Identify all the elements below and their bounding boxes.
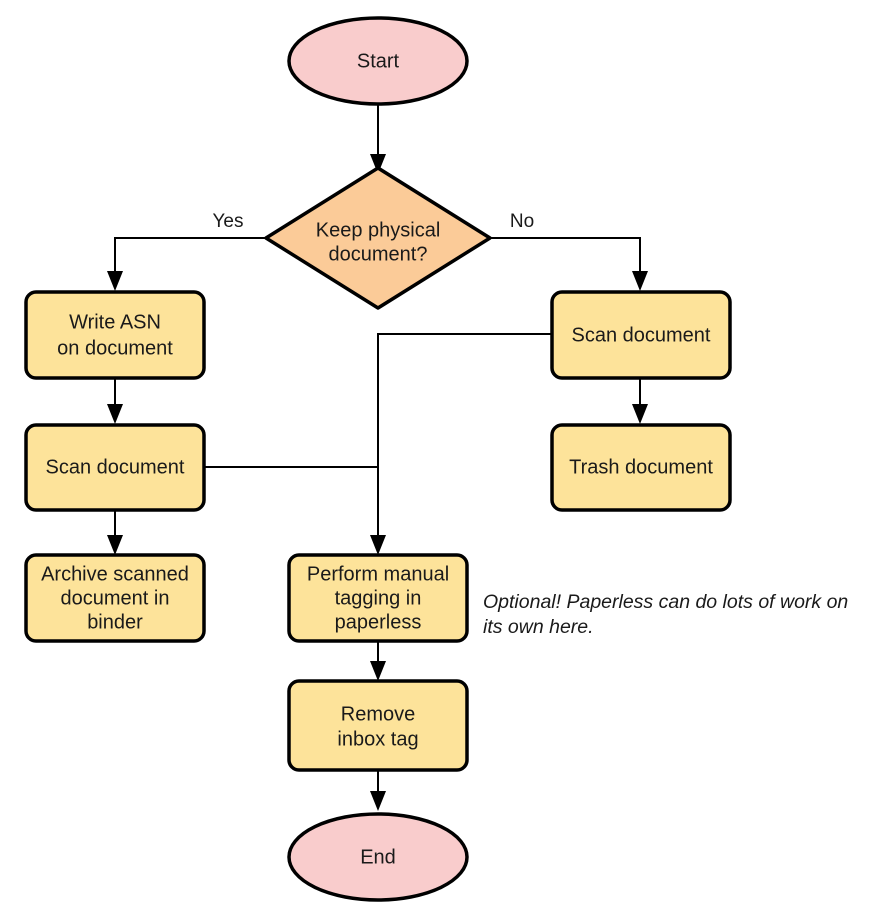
arrowhead-icon bbox=[370, 154, 386, 174]
edge-tagging-to-remove-tag bbox=[370, 641, 386, 681]
node-end[interactable]: End bbox=[287, 812, 469, 902]
node-tagging-label-line3: paperless bbox=[335, 611, 422, 633]
process-box-shape[interactable] bbox=[24, 553, 206, 643]
arrowhead-icon bbox=[370, 535, 386, 555]
node-remove-inbox-tag[interactable]: Remove inbox tag bbox=[287, 679, 469, 772]
edge-start-to-decision bbox=[370, 103, 386, 174]
edge-line bbox=[490, 237, 641, 278]
node-trash-document-label: Trash document bbox=[569, 456, 713, 478]
arrowhead-icon bbox=[632, 404, 648, 424]
node-end-label: End bbox=[360, 846, 396, 868]
optional-note-line1: Optional! Paperless can do lots of work … bbox=[483, 591, 848, 613]
node-scan-document-left-label: Scan document bbox=[46, 456, 185, 478]
node-archive-label-line2: document in bbox=[61, 587, 170, 609]
arrowhead-icon bbox=[370, 661, 386, 681]
start-ellipse-shape[interactable] bbox=[287, 16, 469, 106]
node-tagging-label-line2: tagging in bbox=[335, 587, 422, 609]
node-perform-manual-tagging[interactable]: Perform manual tagging in paperless bbox=[287, 553, 469, 643]
edge-scan-right-to-trash bbox=[632, 378, 648, 424]
process-box-shape[interactable] bbox=[550, 423, 732, 512]
arrowhead-icon bbox=[370, 791, 386, 811]
annotation-optional-note: Optional! Paperless can do lots of work … bbox=[483, 591, 848, 638]
process-box-shape[interactable] bbox=[24, 423, 206, 512]
edge-decision-to-scan-right: No bbox=[490, 211, 648, 291]
arrowhead-icon bbox=[107, 535, 123, 555]
edge-line bbox=[377, 333, 552, 542]
optional-note-line2: its own here. bbox=[483, 616, 594, 638]
node-remove-tag-label-line1: Remove bbox=[341, 703, 415, 725]
process-box-shape[interactable] bbox=[24, 290, 206, 380]
node-remove-tag-label-line2: inbox tag bbox=[337, 728, 418, 750]
node-write-asn-on-document[interactable]: Write ASN on document bbox=[24, 290, 206, 380]
arrowhead-icon bbox=[632, 271, 648, 291]
node-decision-label-line2: document? bbox=[329, 243, 428, 265]
edge-scan-right-to-tagging bbox=[370, 333, 552, 555]
arrowhead-icon bbox=[107, 404, 123, 424]
edge-decision-to-write-asn: Yes bbox=[107, 211, 266, 291]
node-write-asn-label-line2: on document bbox=[57, 337, 173, 359]
edge-remove-tag-to-end bbox=[370, 770, 386, 811]
node-archive-label-line3: binder bbox=[87, 611, 143, 633]
node-scan-document-right-label: Scan document bbox=[572, 324, 711, 346]
edge-scan-left-to-archive bbox=[107, 510, 123, 555]
node-archive-label-line1: Archive scanned bbox=[41, 563, 189, 585]
edge-line bbox=[114, 237, 266, 278]
node-start[interactable]: Start bbox=[287, 16, 469, 106]
edge-label-yes: Yes bbox=[213, 211, 244, 232]
node-scan-document-right[interactable]: Scan document bbox=[550, 290, 732, 380]
node-start-label: Start bbox=[357, 50, 400, 72]
node-archive-scanned-document[interactable]: Archive scanned document in binder bbox=[24, 553, 206, 643]
process-box-shape[interactable] bbox=[550, 290, 732, 380]
node-tagging-label-line1: Perform manual bbox=[307, 563, 449, 585]
decision-diamond-shape[interactable] bbox=[264, 166, 492, 310]
end-ellipse-shape[interactable] bbox=[287, 812, 469, 902]
arrowhead-icon bbox=[107, 271, 123, 291]
node-scan-document-left[interactable]: Scan document bbox=[24, 423, 206, 512]
process-box-shape[interactable] bbox=[287, 679, 469, 772]
node-decision-label-line1: Keep physical bbox=[316, 219, 441, 241]
node-write-asn-label-line1: Write ASN bbox=[69, 311, 161, 333]
node-decision-keep-physical-document[interactable]: Keep physical document? bbox=[264, 166, 492, 310]
node-trash-document[interactable]: Trash document bbox=[550, 423, 732, 512]
edge-label-no: No bbox=[510, 211, 534, 232]
process-box-shape[interactable] bbox=[287, 553, 469, 643]
edge-write-asn-to-scan-left bbox=[107, 378, 123, 424]
